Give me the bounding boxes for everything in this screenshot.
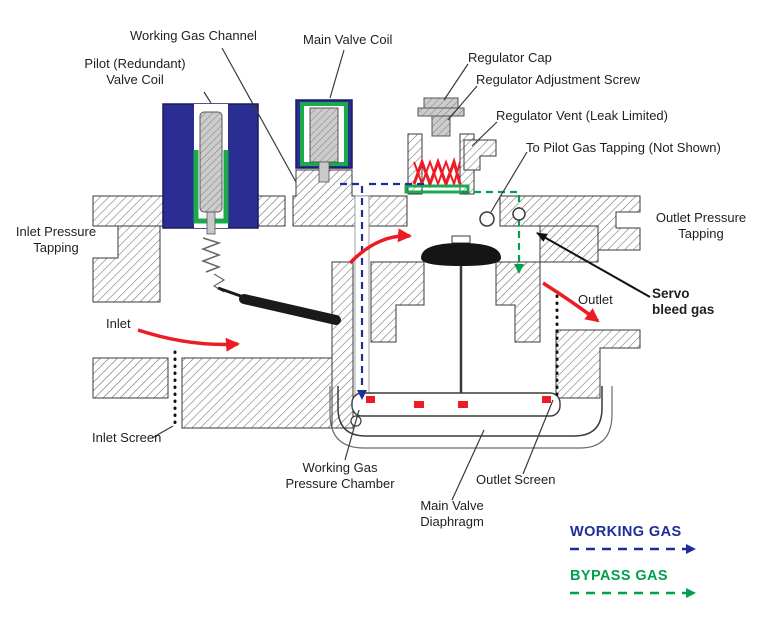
leader-to-pilot-gas-tapping bbox=[490, 151, 528, 213]
flow-arrow-outlet bbox=[542, 281, 600, 323]
label-working-gas-pressure-chamber: Working Gas Pressure Chamber bbox=[285, 460, 395, 491]
leader-working-gas-pressure-chamber bbox=[344, 409, 360, 461]
regulator-assembly bbox=[404, 97, 497, 195]
diaphragm-assembly bbox=[329, 386, 613, 449]
label-inlet-screen: Inlet Screen bbox=[92, 430, 162, 445]
diaphragm-clamp-left bbox=[366, 396, 375, 403]
label-regulator-adjustment-screw: Regulator Adjustment Screw bbox=[476, 72, 641, 87]
label-working-gas-channel: Working Gas Channel bbox=[130, 28, 257, 43]
pilot-gas-tapping-port bbox=[479, 211, 495, 227]
leader-main-valve-diaphragm bbox=[451, 429, 485, 501]
pilot-lever-pad bbox=[239, 294, 341, 325]
body-left-floor-b bbox=[181, 357, 333, 429]
flow-arrow-inlet bbox=[137, 328, 240, 352]
servo-bleed-port bbox=[512, 207, 526, 221]
body-center-column bbox=[331, 261, 354, 429]
label-main-valve-diaphragm: Main Valve Diaphragm bbox=[420, 498, 484, 529]
label-outlet-pressure-tapping: Outlet Pressure Tapping bbox=[655, 210, 747, 241]
diaphragm-bump-1 bbox=[414, 401, 424, 408]
body-seat-left bbox=[370, 261, 425, 343]
main-valve-disc bbox=[421, 235, 501, 393]
pilot-spring bbox=[200, 237, 222, 273]
label-servo-bleed-gas: Servo bleed gas bbox=[652, 286, 715, 318]
pilot-valve-coil-assembly bbox=[162, 103, 341, 325]
label-outlet: Outlet bbox=[578, 292, 613, 307]
body-channel-beam bbox=[292, 169, 408, 227]
gas-flow-arrows bbox=[137, 228, 600, 352]
leader-main-valve-coil bbox=[329, 49, 345, 99]
leader-pilot-valve-coil bbox=[203, 91, 212, 104]
regulator-vent-part bbox=[463, 139, 497, 171]
label-regulator-cap: Regulator Cap bbox=[468, 50, 552, 65]
valve-body-cross-section bbox=[92, 169, 641, 429]
label-pilot-valve-coil: Pilot (Redundant) Valve Coil bbox=[84, 56, 186, 87]
main-valve-diaphragm-plate bbox=[351, 392, 561, 417]
label-regulator-vent: Regulator Vent (Leak Limited) bbox=[496, 108, 668, 123]
body-left-floor-a bbox=[92, 357, 169, 399]
legend-bypass-gas-label: BYPASS GAS bbox=[570, 568, 669, 584]
pilot-plunger bbox=[199, 111, 223, 213]
regulator-spring bbox=[412, 157, 462, 189]
leader-regulator-cap bbox=[443, 63, 469, 101]
leader-regulator-vent bbox=[471, 121, 498, 147]
leader-lines bbox=[151, 47, 554, 501]
diaphragm-clamp-right bbox=[542, 396, 551, 403]
main-coil-plunger bbox=[309, 107, 339, 163]
label-to-pilot-gas-tapping: To Pilot Gas Tapping (Not Shown) bbox=[526, 140, 721, 155]
body-seat-right bbox=[495, 261, 541, 343]
diaphragm-bump-2 bbox=[458, 401, 468, 408]
label-outlet-screen: Outlet Screen bbox=[476, 472, 556, 487]
regulator-seat-green bbox=[404, 184, 470, 194]
main-valve-coil-assembly bbox=[295, 99, 353, 183]
body-right-upper bbox=[539, 225, 599, 263]
regulator-adjustment-screw-part bbox=[431, 115, 451, 137]
leader-inlet-screen bbox=[151, 425, 174, 439]
bypass-gas-path bbox=[462, 190, 524, 274]
body-right-floor bbox=[555, 329, 641, 399]
flow-arrow-center bbox=[348, 228, 412, 265]
label-main-valve-coil: Main Valve Coil bbox=[303, 32, 393, 47]
legend-working-gas-label: WORKING GAS bbox=[570, 524, 682, 540]
leader-outlet-screen bbox=[522, 399, 554, 475]
regulator-cap-part bbox=[423, 97, 459, 110]
servo-bleed-gas-arrow bbox=[536, 232, 651, 298]
body-left-wall bbox=[92, 225, 161, 303]
leader-regulator-adjustment-screw bbox=[447, 85, 478, 121]
label-inlet-pressure-tapping: Inlet Pressure Tapping bbox=[15, 224, 97, 255]
label-inlet: Inlet bbox=[106, 316, 131, 331]
working-gas-path bbox=[340, 182, 430, 400]
leader-working-gas-channel bbox=[221, 47, 297, 183]
